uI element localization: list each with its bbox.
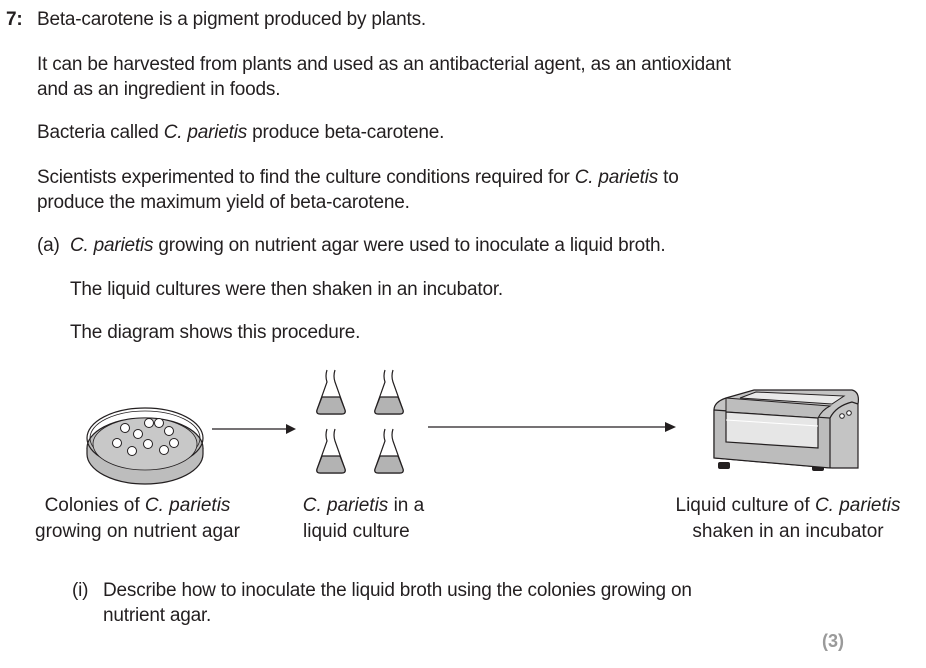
intro-sentence-4-line1: Scientists experimented to find the cult…	[37, 166, 679, 190]
species-name: C. parietis	[70, 235, 154, 256]
label-text: in a	[393, 495, 425, 516]
conical-flask-icon	[374, 428, 404, 474]
label-line: growing on nutrient agar	[35, 521, 240, 542]
part-a-text: growing on nutrient agar were used to in…	[158, 235, 666, 256]
intro-text: Scientists experimented to find the cult…	[37, 167, 570, 188]
intro-sentence-4-line2: produce the maximum yield of beta-carote…	[37, 192, 410, 213]
species-name: C. parietis	[144, 495, 231, 516]
label-text: Liquid culture of	[675, 495, 810, 516]
intro-text: Bacteria called	[37, 122, 159, 143]
part-a-line1: C. parietis growing on nutrient agar wer…	[70, 234, 666, 258]
part-i-line1: Describe how to inoculate the liquid bro…	[103, 580, 692, 601]
label-liquid-culture: C. parietis in a liquid culture	[296, 493, 431, 545]
petri-dish-icon	[86, 407, 204, 485]
label-line: Liquid culture of C. parietis	[660, 493, 916, 519]
label-line: shaken in an incubator	[692, 521, 884, 542]
intro-text: to	[663, 167, 679, 188]
intro-sentence-1: Beta-carotene is a pigment produced by p…	[37, 9, 426, 30]
conical-flask-icon	[374, 369, 404, 415]
part-a-line2: The liquid cultures were then shaken in …	[70, 279, 504, 300]
intro-sentence-2-line2: and as an ingredient in foods.	[37, 79, 281, 100]
species-name: C. parietis	[814, 495, 901, 516]
conical-flask-icon	[316, 369, 346, 415]
species-name: C. parietis	[574, 167, 659, 188]
label-text: Colonies of	[44, 495, 140, 516]
intro-sentence-3: Bacteria called C. parietis produce beta…	[37, 121, 444, 145]
shaking-incubator-icon	[713, 389, 859, 471]
label-colonies: Colonies of C. parietis growing on nutri…	[15, 493, 260, 545]
species-name: C. parietis	[163, 122, 248, 143]
part-a-line3: The diagram shows this procedure.	[70, 322, 361, 343]
part-i-label: (i)	[72, 580, 89, 601]
intro-text: produce beta-carotene.	[252, 122, 445, 143]
intro-sentence-2-line1: It can be harvested from plants and used…	[37, 54, 731, 75]
conical-flask-icon	[316, 428, 346, 474]
label-line: C. parietis in a	[296, 493, 431, 519]
arrow-right-icon	[212, 424, 296, 434]
part-a-label: (a)	[37, 235, 60, 256]
label-line: Colonies of C. parietis	[15, 493, 260, 519]
label-line: liquid culture	[303, 521, 410, 542]
marks-badge: (3)	[822, 631, 844, 651]
arrow-right-icon	[428, 422, 676, 432]
part-i-line2: nutrient agar.	[103, 605, 212, 626]
question-number: 7:	[6, 9, 23, 30]
label-incubator: Liquid culture of C. parietis shaken in …	[660, 493, 916, 545]
species-name: C. parietis	[302, 495, 389, 516]
